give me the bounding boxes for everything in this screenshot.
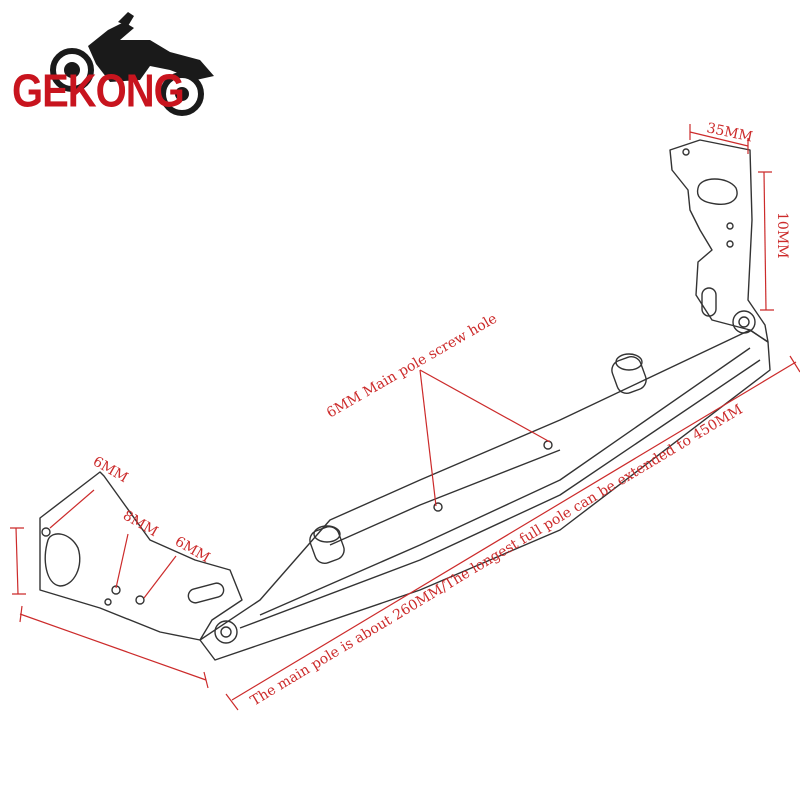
brand-logo: GEKONG xyxy=(12,66,185,117)
motorcycle-logo-icon xyxy=(50,12,214,116)
left-hole-2-label: 8MM xyxy=(120,508,161,541)
left-hole-1-label: 6MM xyxy=(90,454,131,487)
annotation-labels: 35MM 10MM 6MM Main pole screw hole 6MM 8… xyxy=(90,120,790,709)
screw-hole-label: 6MM Main pole screw hole xyxy=(324,311,500,422)
top-height-label: 10MM xyxy=(774,212,790,258)
bracket-outline xyxy=(39,139,771,661)
left-hole-3-label: 6MM xyxy=(172,534,213,567)
dimension-lines xyxy=(10,124,800,711)
